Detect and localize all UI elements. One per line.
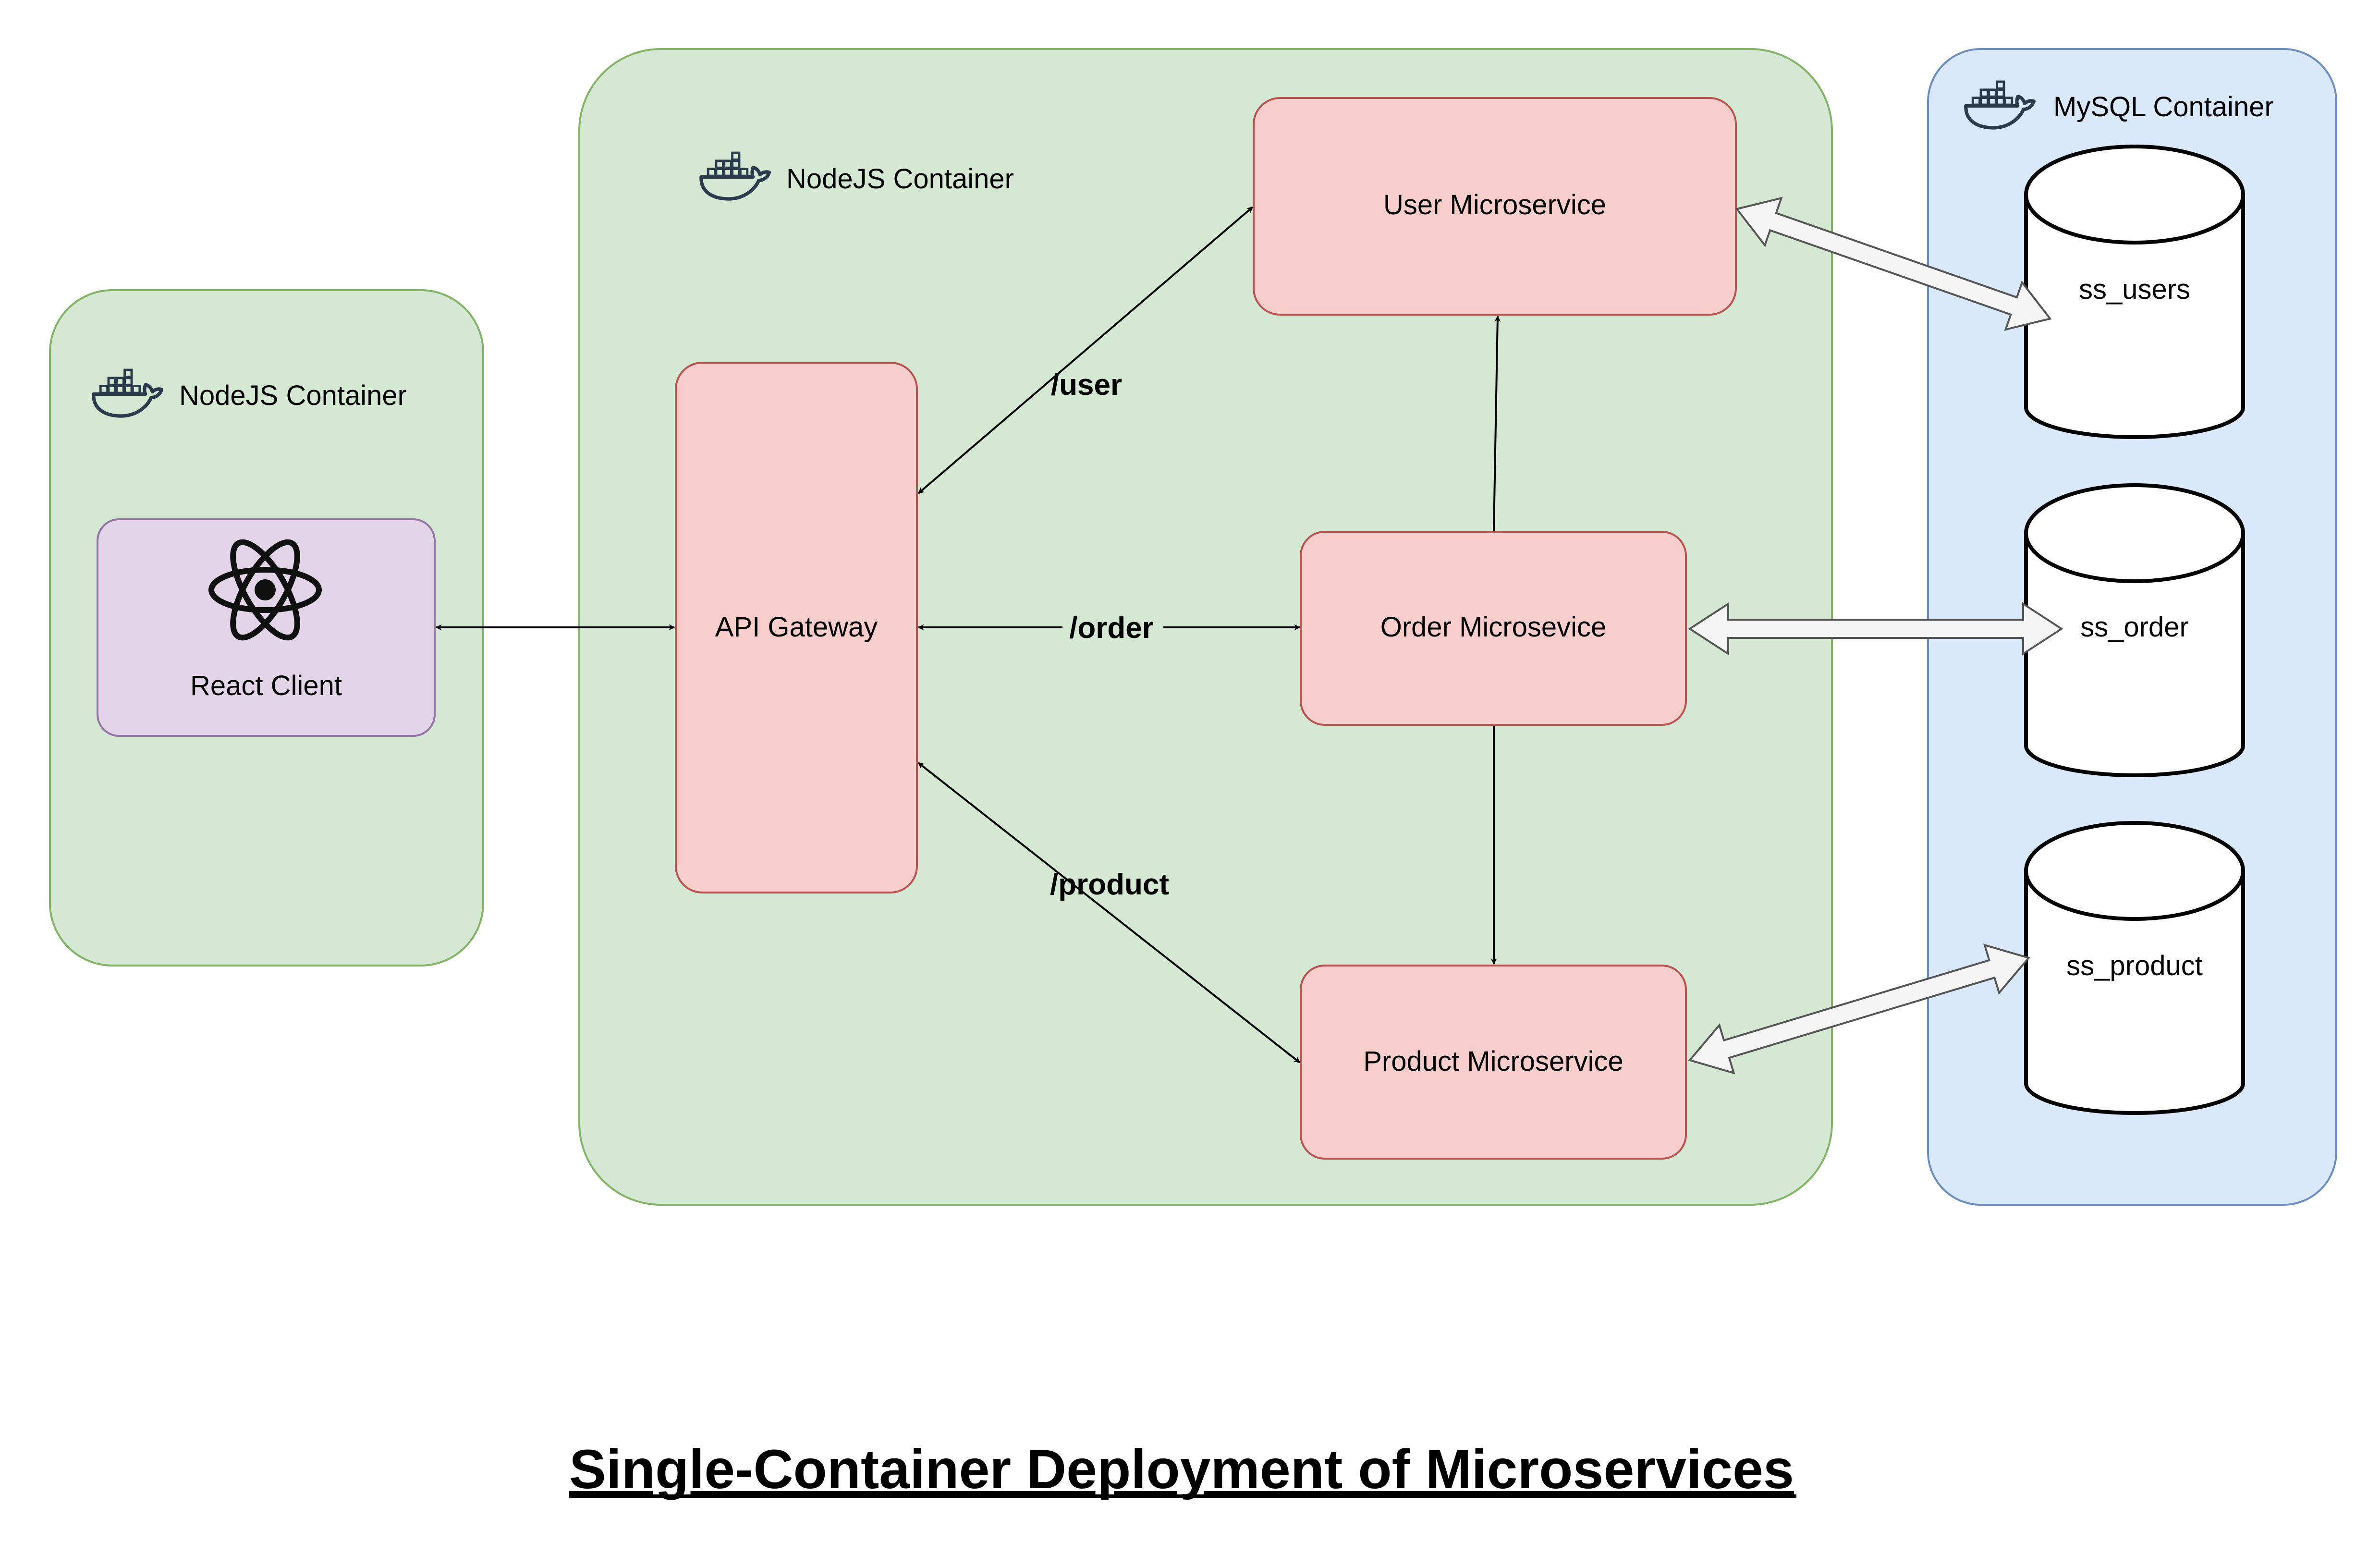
db-ss-product: ss_product (2024, 821, 2245, 1115)
order-microservice-label: Order Microsevice (1380, 612, 1607, 643)
order-db-link (1688, 602, 2063, 656)
api-gateway-node: API Gateway (675, 362, 918, 893)
mysql-container-label: MySQL Container (2053, 91, 2274, 122)
db-ss-users: ss_users (2024, 145, 2245, 439)
product-microservice-label: Product Microservice (1363, 1046, 1623, 1077)
gateway-user-connector (917, 206, 1254, 494)
db-links (1688, 196, 2063, 1075)
db-ss-order: ss_order (2024, 483, 2245, 777)
connectors (435, 206, 1501, 1064)
db-label: ss_product (2066, 950, 2203, 981)
gateway-product-connector (917, 762, 1301, 1064)
react-client-label: React Client (190, 670, 342, 701)
react-client-node: React Client (97, 518, 436, 737)
product-microservice-node: Product Microservice (1300, 965, 1687, 1160)
route-order-label: /order (1069, 612, 1154, 645)
user-microservice-node: User Microservice (1253, 97, 1737, 316)
route-user-label: /user (1051, 368, 1122, 402)
user-microservice-label: User Microservice (1383, 189, 1606, 220)
db-label: ss_users (2079, 274, 2190, 305)
route-product-label: /product (1050, 868, 1169, 901)
order-user-connector (1493, 315, 1501, 531)
route-labels: /user /order /product (1050, 368, 1169, 901)
product-db-link (1688, 943, 2031, 1075)
order-microservice-node: Order Microsevice (1300, 531, 1687, 726)
client-container-label: NodeJS Container (179, 380, 407, 411)
db-label: ss_order (2080, 612, 2189, 643)
user-db-link (1735, 196, 2052, 331)
diagram-title: Single-Container Deployment of Microserv… (569, 1439, 1794, 1500)
react-atom-icon (208, 539, 322, 641)
services-container-label: NodeJS Container (786, 163, 1014, 195)
api-gateway-label: API Gateway (715, 612, 878, 643)
